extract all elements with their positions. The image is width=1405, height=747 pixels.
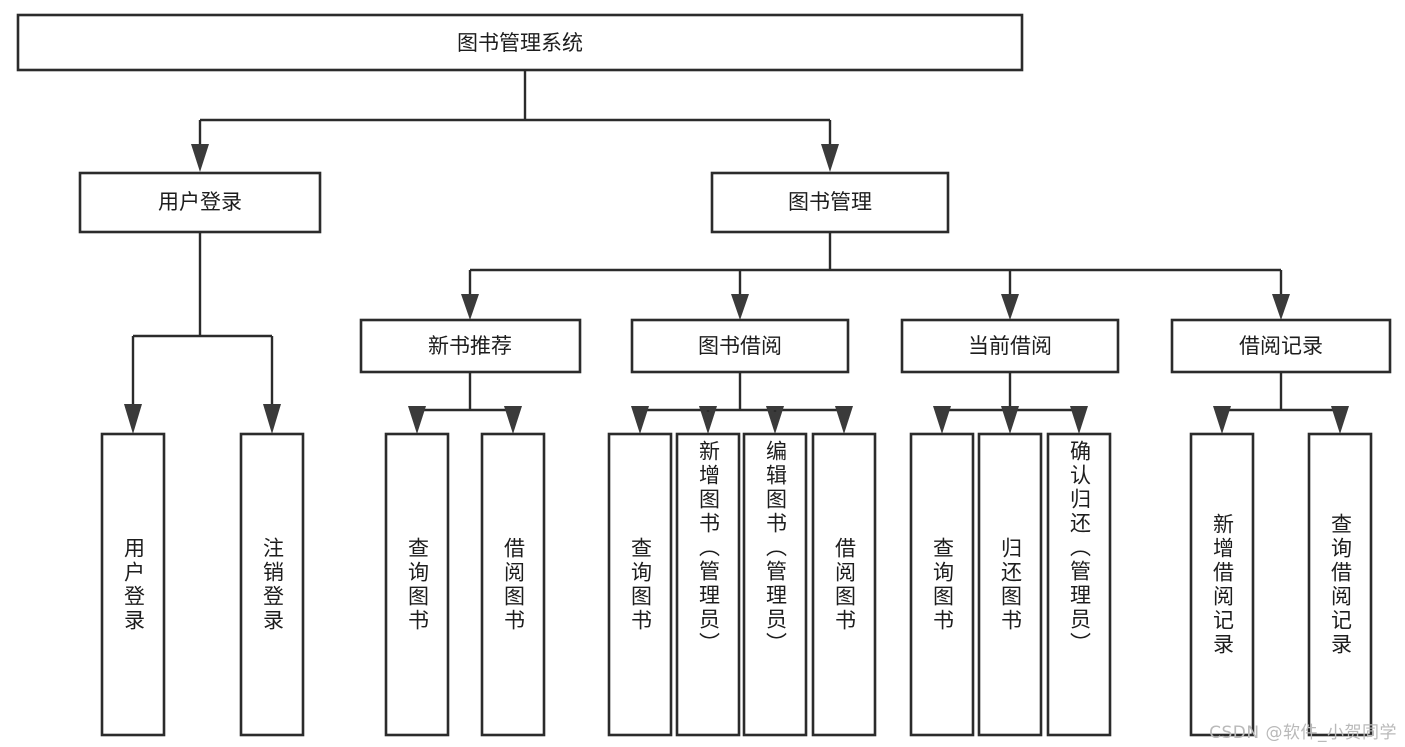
book-manage-box[interactable] [710,171,950,234]
arrowhead-book-manage [821,144,839,172]
leaf-box-nbr-1[interactable] [480,432,546,737]
book-borrow-box[interactable] [630,318,850,374]
arrowhead-bb-leaf4 [835,406,853,434]
user-login-label: 用户登录 [158,190,242,214]
leaf-box-nbr-0[interactable] [384,432,450,737]
leaf-box-br-1[interactable] [1307,432,1373,737]
arrowhead-borrowrecord [1272,294,1290,320]
leaf-box-cb-2[interactable] [1046,432,1112,737]
arrowhead-bookborrow [731,294,749,320]
borrow-record-label: 借阅记录 [1239,334,1323,358]
node-new-book-recommend[interactable]: 新书推荐 [359,318,582,374]
arrowhead-bb-leaf3 [766,406,784,434]
arrowhead-br-leaf2 [1331,406,1349,434]
leaf-box-br-0[interactable] [1189,432,1255,737]
book-manage-label: 图书管理 [788,190,872,214]
arrowhead-ul-leaf1 [124,404,142,434]
node-user-login[interactable]: 用户登录 [78,171,322,234]
arrowhead-bb-leaf2 [699,406,717,434]
leaf-box-user-login-1[interactable] [239,432,305,737]
watermark-text: CSDN @软件_小贺同学 [1209,723,1397,743]
book-borrow-label: 图书借阅 [698,334,782,358]
arrowhead-user-login [191,144,209,172]
root-label: 图书管理系统 [457,31,583,55]
leaf-box-bb-2[interactable] [742,432,808,737]
arrowhead-cb-leaf2 [1001,406,1019,434]
leaf-box-cb-0[interactable] [909,432,975,737]
arrowhead-br-leaf1 [1213,406,1231,434]
leaf-box-cb-1[interactable] [977,432,1043,737]
node-current-borrow[interactable]: 当前借阅 [900,318,1120,374]
arrowhead-nbr-leaf2 [504,406,522,434]
arrowhead-ul-leaf2 [263,404,281,434]
root-box[interactable] [16,13,1024,72]
arrowhead-cb-leaf1 [933,406,951,434]
arrowhead-cb-leaf3 [1070,406,1088,434]
leaf-box-bb-1[interactable] [675,432,741,737]
arrowhead-currentborrow [1001,294,1019,320]
node-book-manage[interactable]: 图书管理 [710,171,950,234]
new-book-recommend-box[interactable] [359,318,582,374]
borrow-record-box[interactable] [1170,318,1392,374]
current-borrow-label: 当前借阅 [968,334,1052,358]
arrowhead-newbook [461,294,479,320]
node-book-borrow[interactable]: 图书借阅 [630,318,850,374]
leaf-box-bb-3[interactable] [811,432,877,737]
node-root[interactable]: 图书管理系统 [16,13,1024,72]
current-borrow-box[interactable] [900,318,1120,374]
leaf-box-user-login-0[interactable] [100,432,166,737]
new-book-recommend-label: 新书推荐 [428,334,512,358]
arrowhead-bb-leaf1 [631,406,649,434]
leaf-box-bb-0[interactable] [607,432,673,737]
arrowhead-nbr-leaf1 [408,406,426,434]
node-borrow-record[interactable]: 借阅记录 [1170,318,1392,374]
